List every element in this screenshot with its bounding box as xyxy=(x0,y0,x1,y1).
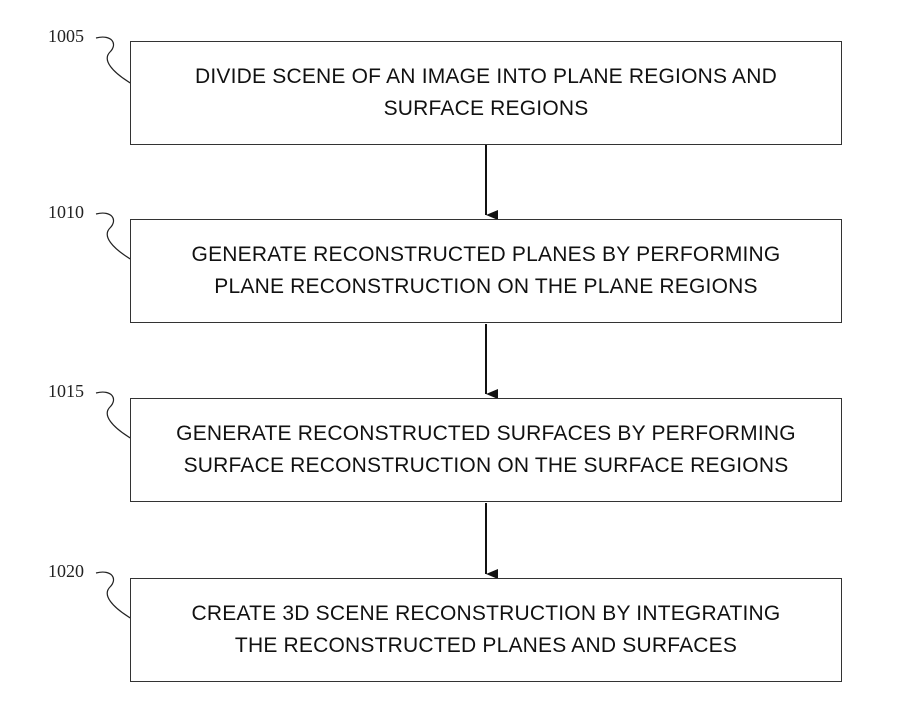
step-text-1010: GENERATE RECONSTRUCTED PLANES BY PERFORM… xyxy=(191,243,781,298)
ref-label-1010: 1010 xyxy=(48,202,84,222)
ref-label-1015: 1015 xyxy=(48,381,84,401)
ref-label-1005: 1005 xyxy=(48,26,84,46)
step-text-1015: GENERATE RECONSTRUCTED SURFACES BY PERFO… xyxy=(176,422,796,477)
ref-label-1020: 1020 xyxy=(48,561,84,581)
leader-line-1010 xyxy=(95,212,133,261)
step-box-1005: DIVIDE SCENE OF AN IMAGE INTO PLANE REGI… xyxy=(130,41,842,145)
leader-line-1020 xyxy=(95,571,133,620)
step-text-1005: DIVIDE SCENE OF AN IMAGE INTO PLANE REGI… xyxy=(195,65,777,120)
leader-line-1015 xyxy=(95,391,133,440)
step-box-1010: GENERATE RECONSTRUCTED PLANES BY PERFORM… xyxy=(130,219,842,323)
step-box-1020: CREATE 3D SCENE RECONSTRUCTION BY INTEGR… xyxy=(130,578,842,682)
leader-line-1005 xyxy=(95,36,133,85)
step-box-1015: GENERATE RECONSTRUCTED SURFACES BY PERFO… xyxy=(130,398,842,502)
step-text-1020: CREATE 3D SCENE RECONSTRUCTION BY INTEGR… xyxy=(191,602,781,657)
